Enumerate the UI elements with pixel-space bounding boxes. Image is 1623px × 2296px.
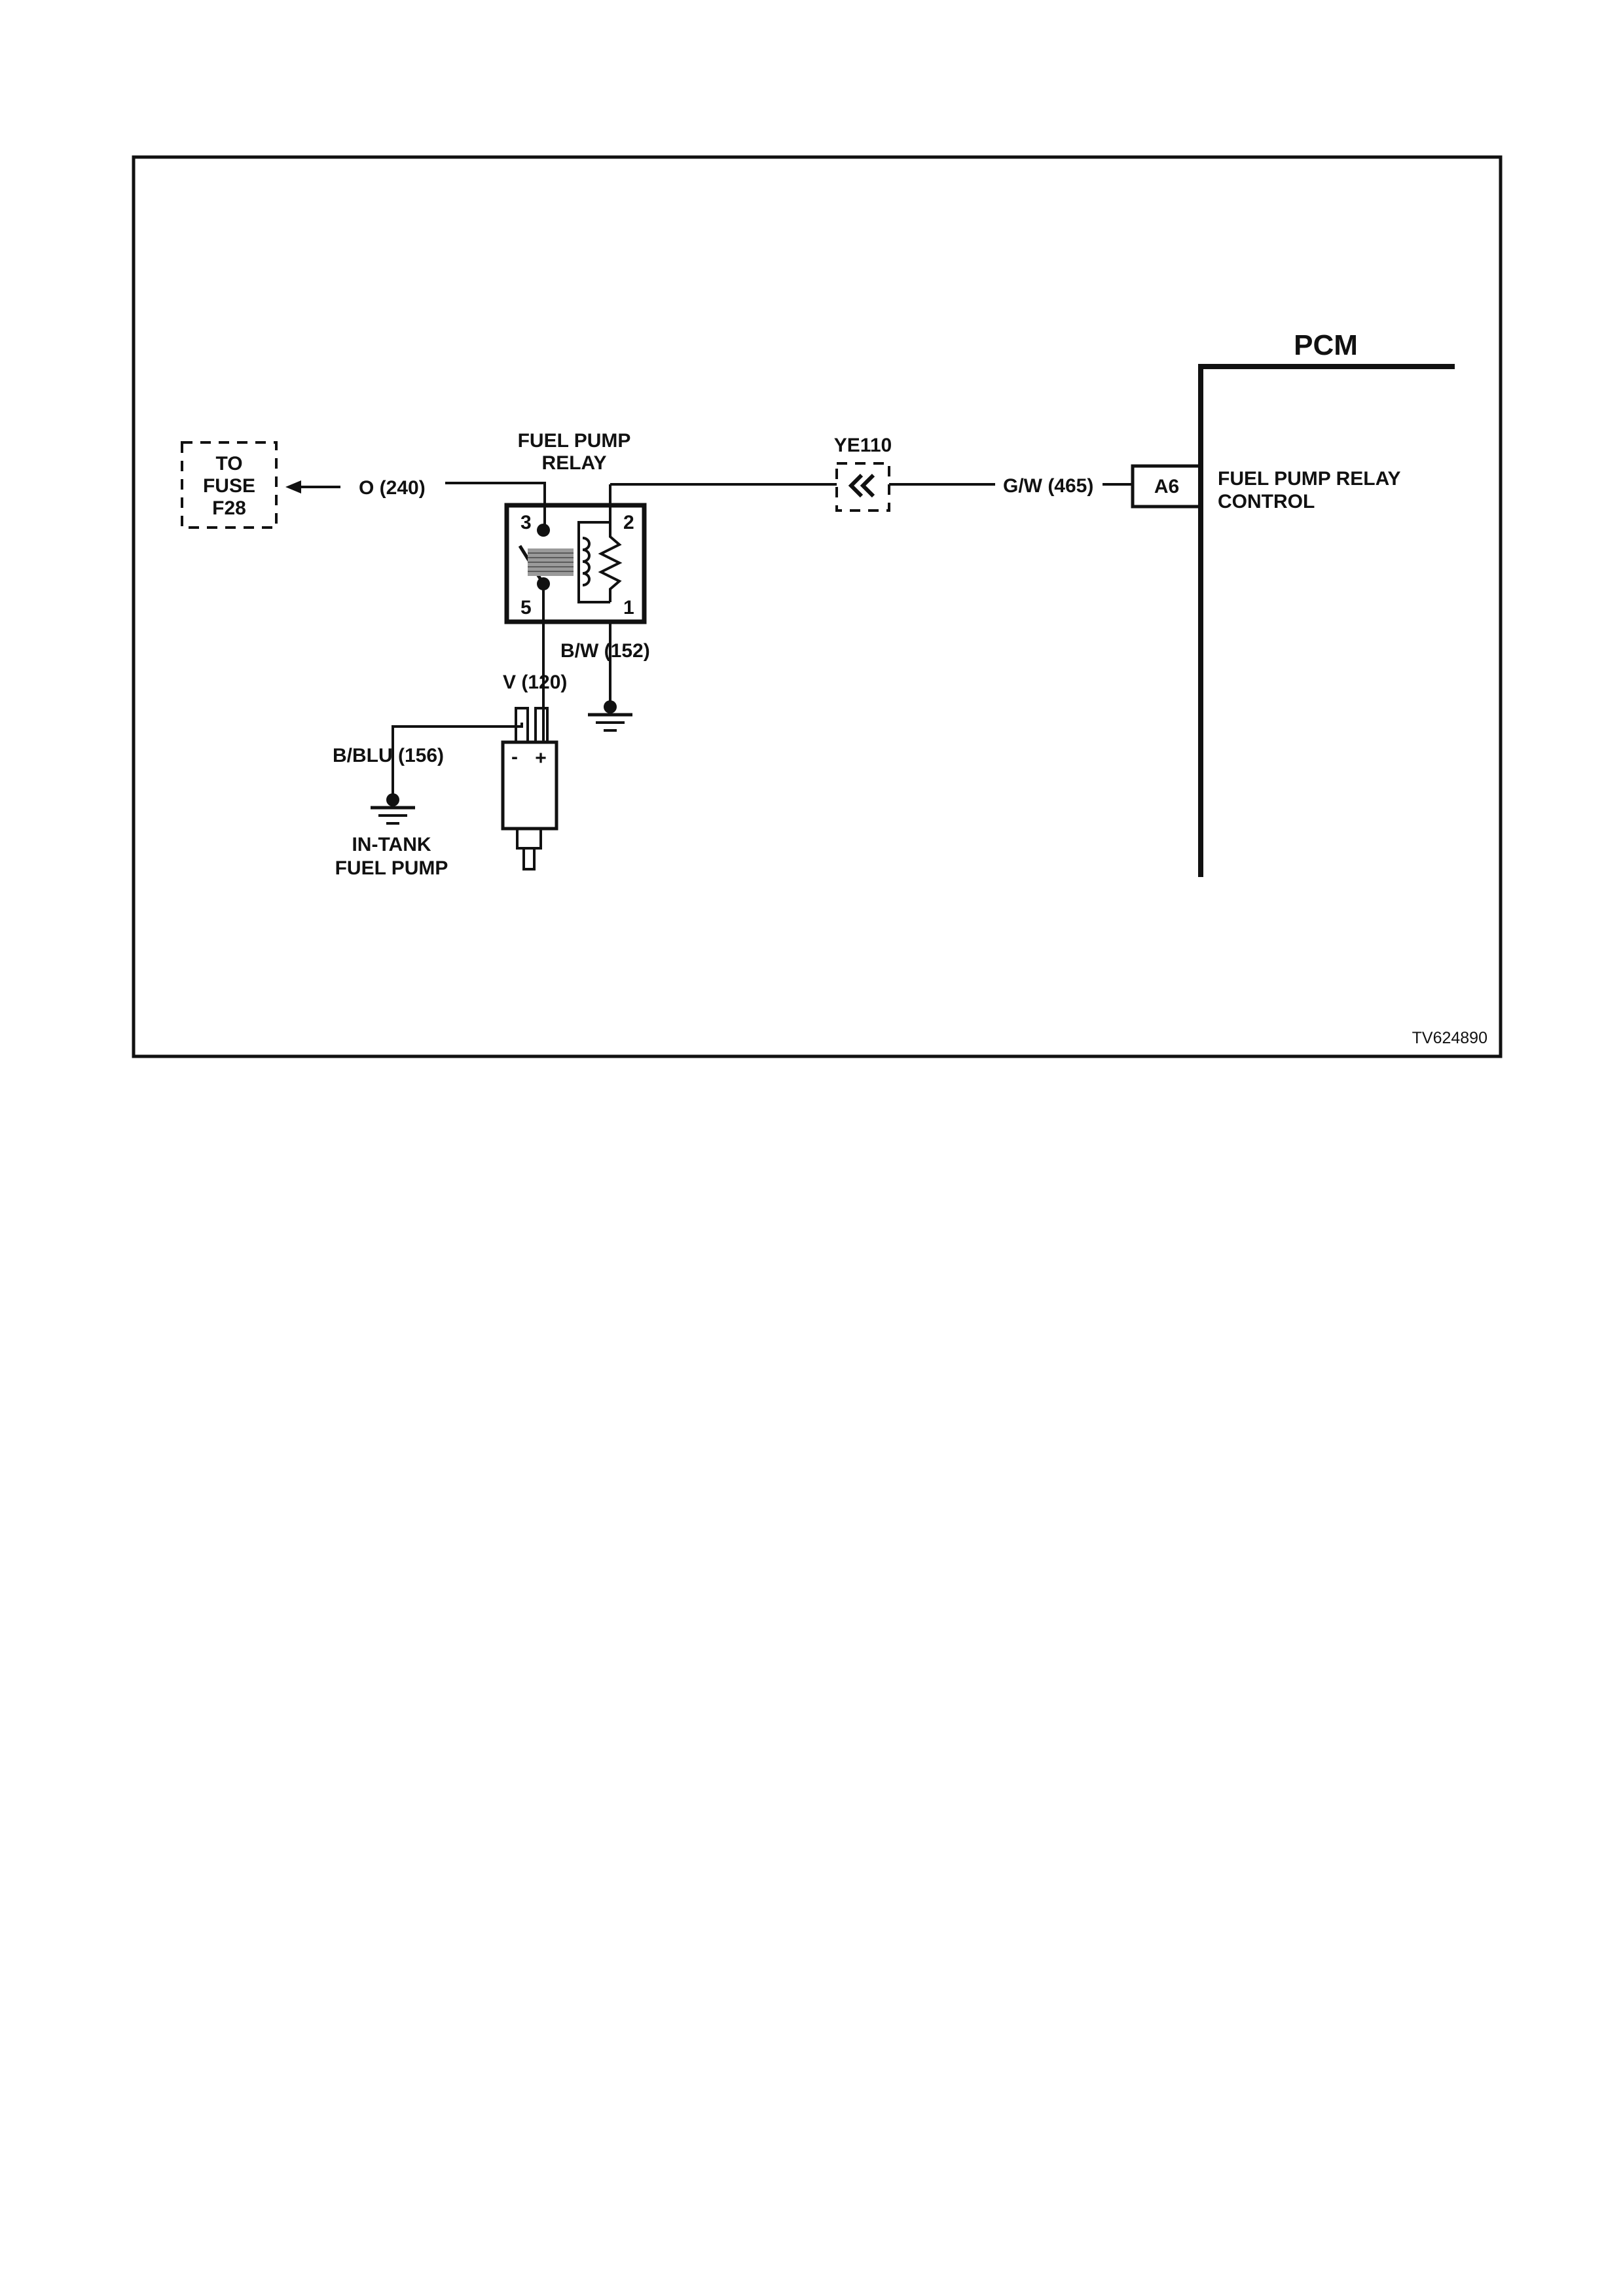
relay-pin-2: 2 [623,512,634,533]
pcm-pin-a6: A6 [1133,466,1201,507]
double-chevron-left-icon [851,475,873,496]
pcm-function-line2: CONTROL [1218,491,1315,512]
fuel-pump-relay: 3 2 5 1 [507,484,644,622]
wire-label-gw465: G/W (465) [1003,475,1093,497]
fuse-label-line3: F28 [212,497,246,519]
fuse-f28-box: TO FUSE F28 [182,442,276,528]
relay-title-line2: RELAY [542,452,607,474]
wire-label-v120: V (120) [503,672,567,693]
pcm-pin-a6-label: A6 [1154,476,1179,497]
connector-ye110-label: YE110 [834,435,892,456]
ground-icon [371,808,415,823]
wire-label-bblu156: B/BLU (156) [333,745,444,766]
ground-icon [588,715,632,730]
relay-title-line1: FUEL PUMP [518,430,631,452]
pump-minus-terminal: - [511,746,518,768]
fuse-label-line2: FUSE [203,475,255,497]
relay-pin-5: 5 [520,597,532,619]
relay-pin-3: 3 [520,512,532,533]
pcm-title: PCM [1294,329,1358,361]
wire-label-o240: O (240) [359,477,426,499]
wire-label-bw152: B/W (152) [560,640,650,662]
pump-ground [371,793,415,823]
arrow-left-icon [285,480,340,493]
pump-label-line2: FUEL PUMP [335,857,448,879]
reference-code: TV624890 [1412,1029,1487,1047]
fuel-pump-icon [503,708,556,869]
pcm-function-line1: FUEL PUMP RELAY [1218,468,1401,490]
relay-ground [588,622,632,730]
diagram-frame [134,157,1501,1056]
connector-ye110 [837,463,889,511]
pump-label-line1: IN-TANK [352,834,431,855]
relay-pin-1: 1 [623,597,634,619]
pcm-module [1201,364,1455,877]
pump-plus-terminal: + [535,747,547,769]
fuse-label-line1: TO [215,453,242,475]
relay-coil-icon [579,522,619,602]
